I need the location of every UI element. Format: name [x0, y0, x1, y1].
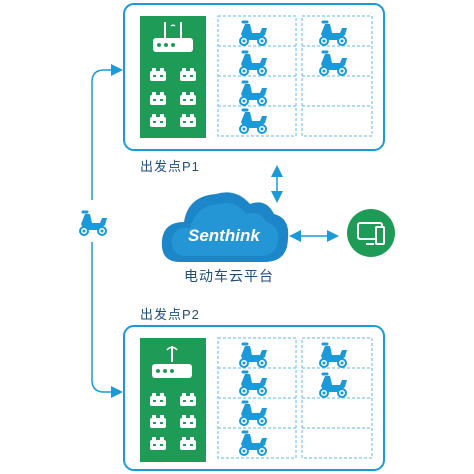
cloud-caption: 电动车云平台	[184, 268, 274, 284]
route-connector	[91, 64, 123, 398]
charging-cabinet-p1	[140, 16, 206, 138]
station-p1-label: 出发点P1	[140, 159, 200, 174]
station-p1	[123, 3, 385, 151]
router-icon	[153, 22, 193, 52]
station-p2	[123, 325, 385, 471]
scooter-icon	[78, 210, 109, 237]
router-icon	[152, 346, 192, 378]
monitor-icon	[347, 209, 395, 257]
station-p2-label: 出发点P2	[140, 307, 200, 322]
parking-grid-p2	[217, 337, 373, 459]
parking-grid-p1	[217, 15, 373, 137]
cloud-icon	[161, 192, 289, 262]
cloud-brand-text: Senthink	[188, 226, 260, 245]
